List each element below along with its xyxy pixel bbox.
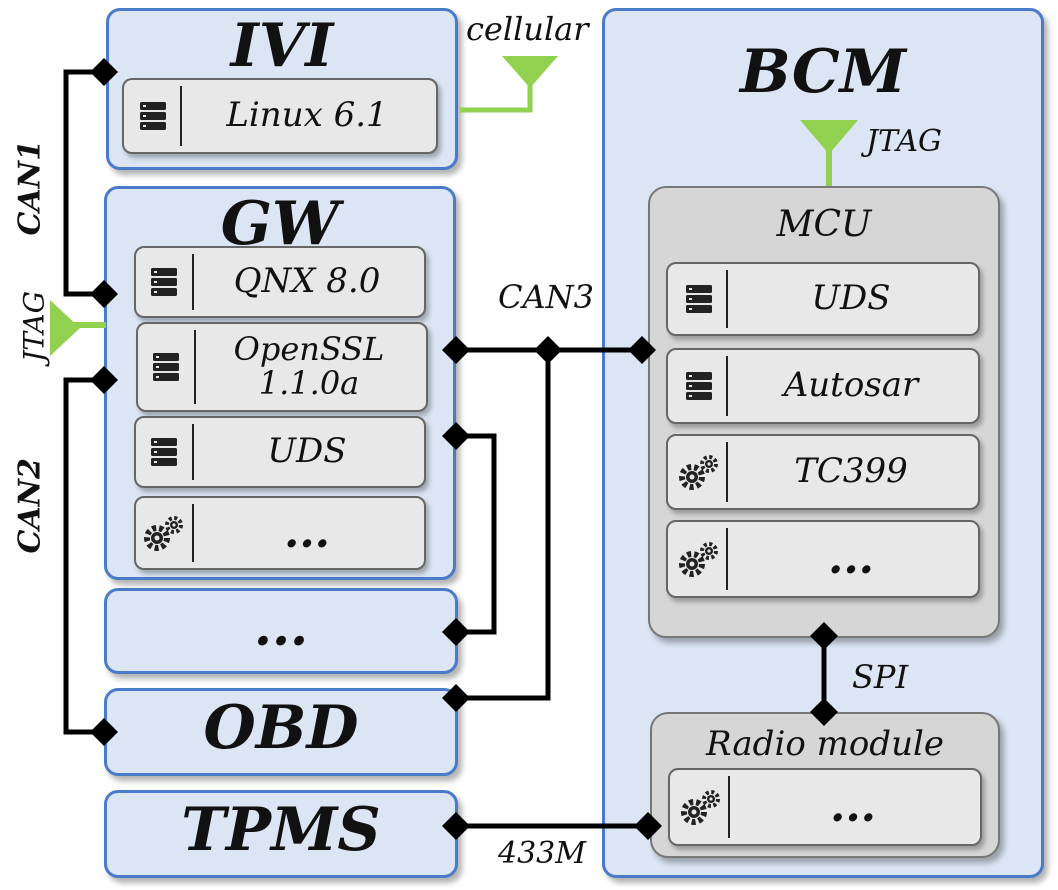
can3-label: CAN3 [498, 278, 594, 316]
mcu-component-more[interactable]: ... [666, 520, 980, 598]
server-icon [686, 372, 712, 400]
gears-icon [679, 542, 718, 577]
other-ecu: ... [104, 588, 458, 674]
ivi-os-label: Linux 6.1 [226, 95, 388, 136]
connector-diamond-icon [90, 718, 118, 746]
server-icon [686, 285, 712, 313]
connector-diamond-icon [90, 280, 118, 308]
m433-label: 433M [498, 836, 586, 871]
cellular-label: cellular [466, 10, 589, 48]
mcu-title: MCU [776, 204, 872, 245]
gw-component-label: QNX 8.0 [233, 261, 381, 302]
connector-diamond-icon [628, 336, 656, 364]
gw-component-label-line2: 1.1.0a [258, 364, 360, 402]
ivi-title: IVI [230, 11, 334, 81]
gw-component-label: OpenSSL [233, 330, 385, 369]
radio-module-title: Radio module [706, 724, 944, 764]
connector-diamond-icon [442, 336, 470, 364]
mcu-component-label: Autosar [783, 365, 919, 406]
connector-diamond-icon [634, 812, 662, 840]
gw-component-label: UDS [267, 431, 347, 472]
mcu-component-autosar[interactable]: Autosar [666, 348, 980, 424]
connector-diamond-icon [442, 618, 470, 646]
radio-component-label: ... [830, 780, 876, 832]
mcu-component-label: UDS [811, 278, 891, 319]
gw-component-more[interactable]: ... [134, 496, 426, 570]
tpms-ecu: TPMS [104, 790, 458, 878]
connector-diamond-icon [90, 366, 118, 394]
bcm-title: BCM [740, 37, 906, 107]
other-ecu-label: ... [253, 597, 309, 658]
can1-bus-line [63, 69, 104, 297]
connector-diamond-icon [534, 336, 562, 364]
connector-diamond-icon [90, 58, 118, 86]
gw-component-label: ... [284, 506, 330, 558]
connector-diamond-icon [442, 812, 470, 840]
gw-component-openssl[interactable]: OpenSSL 1.1.0a [136, 322, 428, 412]
can2-bus-line [63, 377, 104, 735]
connector-diamond-icon [810, 698, 838, 726]
obd-title: OBD [203, 693, 359, 763]
gw-jtag-antenna-icon [50, 300, 106, 356]
can2-label: CAN2 [12, 458, 48, 554]
server-icon [151, 268, 177, 296]
gw-other-ecu-line [456, 433, 497, 635]
server-icon [153, 353, 179, 381]
obd-ecu: OBD [104, 688, 458, 776]
bcm-jtag-label: JTAG [866, 124, 943, 159]
server-icon [151, 438, 177, 466]
connector-diamond-icon [442, 684, 470, 712]
mcu-component-tc399[interactable]: TC399 [666, 434, 980, 510]
connector-diamond-icon [810, 622, 838, 650]
jtag-gw-label: JTAG [17, 291, 51, 362]
mcu-component-label: ... [828, 532, 874, 584]
server-icon [140, 102, 166, 130]
gw-component-uds[interactable]: UDS [134, 416, 426, 488]
ivi-component-linux[interactable]: Linux 6.1 [122, 78, 438, 154]
bcm-jtag-antenna-icon [800, 120, 858, 188]
gears-icon [679, 455, 718, 490]
gears-icon [681, 790, 720, 825]
gw-component-qnx[interactable]: QNX 8.0 [134, 246, 426, 318]
spi-label: SPI [852, 658, 909, 696]
tpms-title: TPMS [181, 795, 381, 865]
mcu-component-uds[interactable]: UDS [666, 262, 980, 336]
radio-component-more[interactable]: ... [668, 768, 982, 846]
can3-obd-branch-line [456, 350, 551, 701]
mcu-component-label: TC399 [794, 451, 908, 492]
cellular-antenna-icon [460, 56, 558, 113]
can1-label: CAN1 [12, 140, 48, 236]
connector-diamond-icon [442, 422, 470, 450]
gears-icon [144, 516, 183, 551]
